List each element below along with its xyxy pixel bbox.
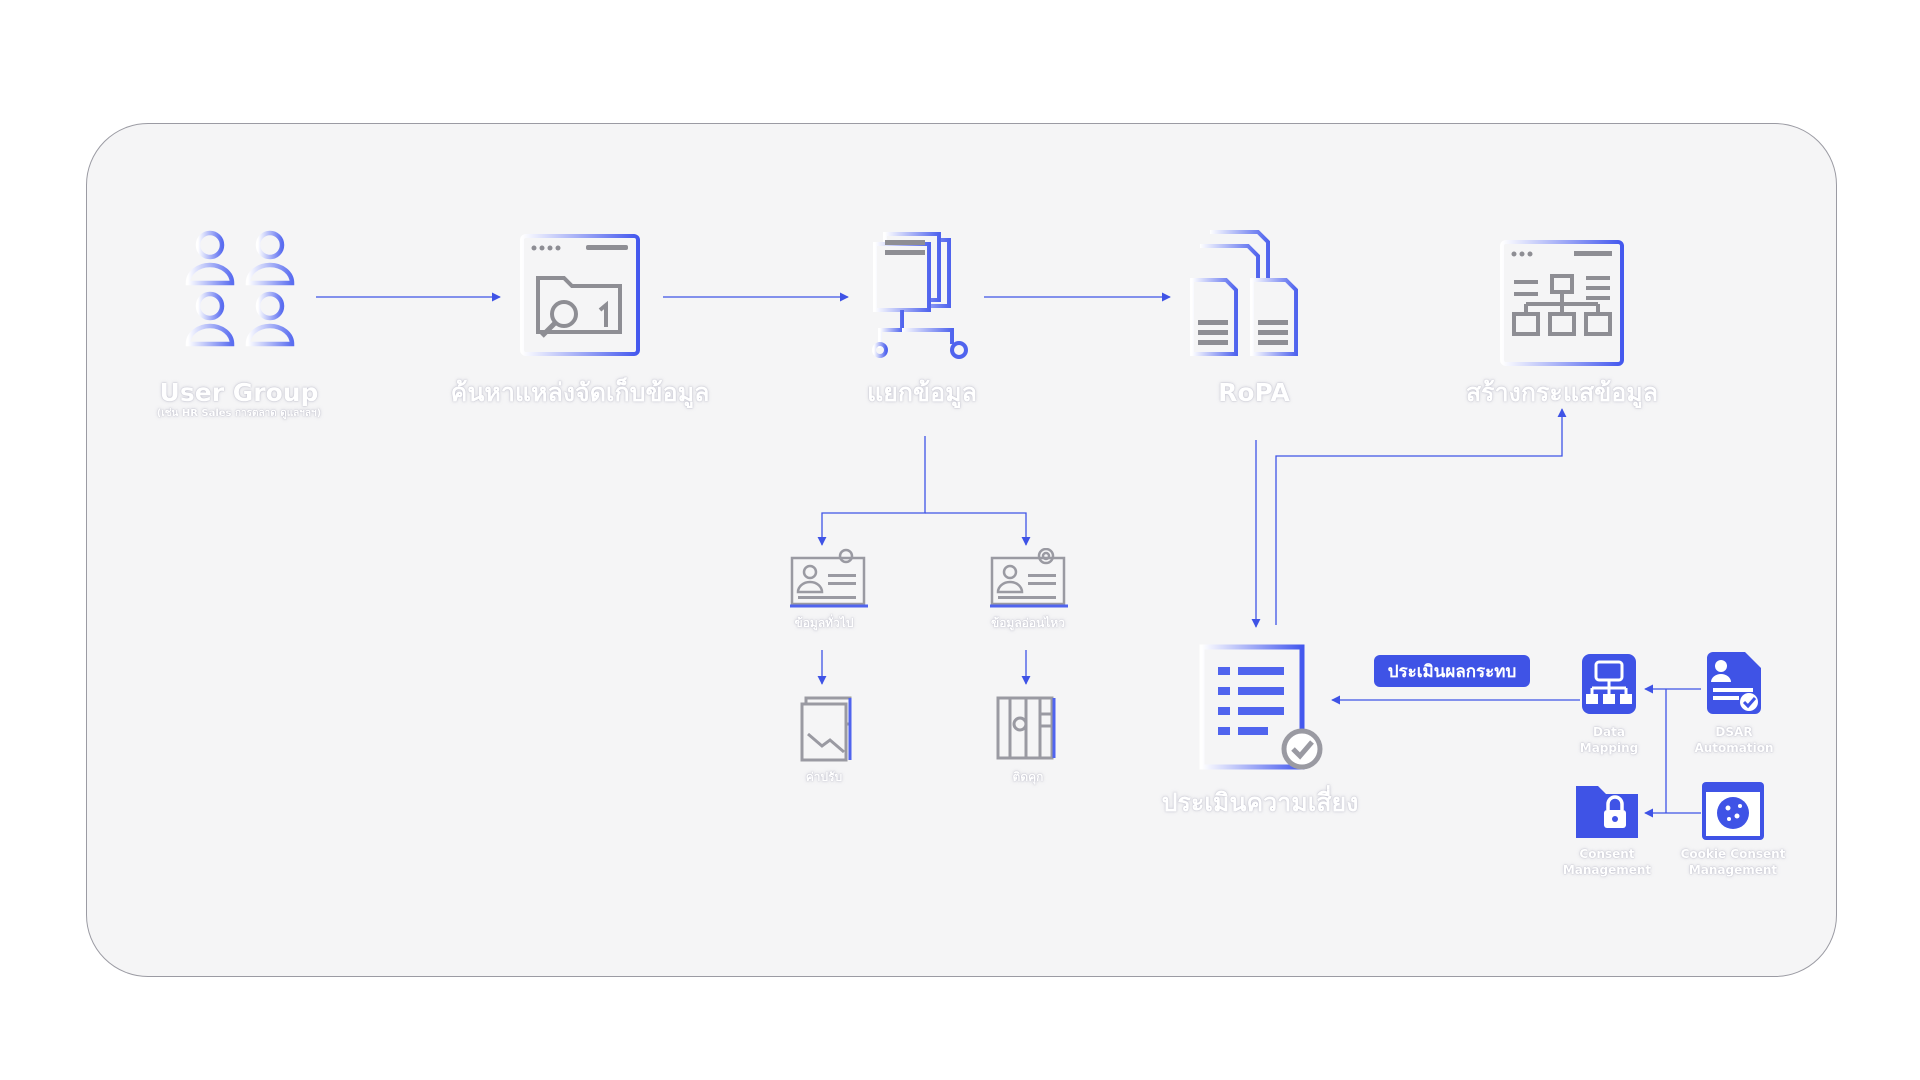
folder-search-icon xyxy=(520,234,640,356)
classify-label: แยกข้อมูล xyxy=(867,378,977,407)
arrow-risk-to-dataflow xyxy=(1275,408,1567,625)
data-mapping-label-2: Mapping xyxy=(1579,741,1639,755)
find-sources-label: ค้นหาแหล่งจัดเก็บข้อมูล xyxy=(450,378,710,407)
user-group-sublabel: (เช่น HR Sales การตลาด ดูแลฯลฯ) xyxy=(156,408,322,419)
sensitive-data-label: ข้อมูลอ่อนไหว xyxy=(991,616,1065,630)
dsar-label-1: DSAR xyxy=(1715,725,1753,739)
ropa-label: RoPA xyxy=(1218,378,1290,407)
documents-flow-icon xyxy=(872,232,968,359)
arrow-classify-to-sensitive xyxy=(925,512,1031,546)
risk-assessment-label: ประเมินความเสี่ยง xyxy=(1161,788,1359,817)
consent-label-1: Consent xyxy=(1579,847,1635,861)
cookie-label-1: Cookie Consent xyxy=(1680,847,1786,861)
impact-assessment-badge: ประเมินผลกระทบ xyxy=(1374,655,1530,687)
checklist-icon xyxy=(1199,644,1323,770)
arrow-classify-to-general xyxy=(817,436,926,546)
fine-label: ค่าปรับ xyxy=(805,770,843,784)
lock-folder-icon xyxy=(1576,786,1638,838)
money-loss-icon xyxy=(800,696,852,762)
sitemap-icon xyxy=(1500,240,1624,366)
id-card-icon xyxy=(790,548,868,608)
fingerprint-card-icon xyxy=(990,548,1068,608)
jail-label: ติดคุก xyxy=(1012,770,1044,784)
cookie-icon xyxy=(1702,782,1764,840)
data-mapping-label-1: Data xyxy=(1593,725,1625,739)
jail-icon xyxy=(996,696,1056,760)
documents-icon xyxy=(1190,230,1298,356)
data-mapping-icon xyxy=(1582,654,1636,714)
user-group-label: User Group xyxy=(159,378,319,407)
general-data-label: ข้อมูลทั่วไป xyxy=(794,616,854,630)
dsar-label-2: Automation xyxy=(1694,741,1774,755)
cookie-label-2: Management xyxy=(1688,863,1778,877)
users-icon xyxy=(185,230,295,347)
dsar-icon xyxy=(1707,652,1761,714)
data-flow-label: สร้างกระแสข้อมูล xyxy=(1465,378,1659,407)
consent-label-2: Management xyxy=(1562,863,1652,877)
